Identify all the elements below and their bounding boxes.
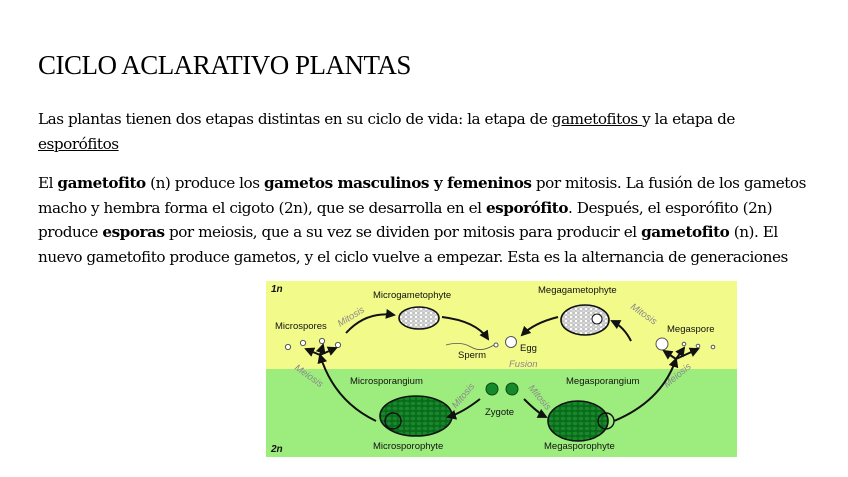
intro-paragraph: Las plantas tienen dos etapas distintas …	[38, 107, 820, 156]
megagametophyte-label: Megagametophyte	[538, 285, 617, 296]
gametofitos-link[interactable]: gametofitos	[551, 110, 643, 128]
sperm-cell	[493, 342, 499, 348]
sperm-tail	[445, 343, 495, 350]
zygote-label: Zygote	[485, 407, 514, 418]
microspores-label: Microspores	[275, 321, 327, 332]
microspore	[284, 343, 292, 351]
gen-label-1n: 1n	[271, 284, 283, 295]
aborted-spore	[681, 341, 687, 347]
megagametophyte-shape	[560, 304, 610, 336]
microgametophyte-shape	[398, 306, 440, 330]
microspore	[299, 339, 307, 347]
sperm-label: Sperm	[458, 350, 486, 361]
text-run: (n) produce los	[145, 174, 264, 192]
megagametophyte-egg	[591, 313, 603, 325]
bold-term: gametofito	[641, 223, 730, 241]
megaspore-label: Megaspore	[667, 324, 715, 335]
intro-text-a: Las plantas tienen dos etapas distintas …	[38, 110, 552, 128]
megasporangium-label: Megasporangium	[566, 376, 639, 387]
megasporophyte-label: Megasporophyte	[544, 441, 615, 452]
microsporophyte-label: Microsporophyte	[373, 441, 443, 452]
gen-label-2n: 2n	[270, 444, 283, 455]
aborted-spore	[695, 343, 701, 349]
microsporophyte-shape	[379, 395, 453, 437]
egg-label: Egg	[520, 343, 537, 354]
diploid-zone	[266, 369, 737, 457]
microgametophyte-label: Microgametophyte	[373, 290, 451, 301]
text-run: (n). El nuevo gametofito produce gametos…	[38, 223, 788, 266]
microsporangium-shape	[384, 412, 402, 430]
microsporangium-label: Microsporangium	[350, 376, 423, 387]
egg-cell	[505, 336, 517, 348]
slide-title: CICLO ACLARATIVO PLANTAS	[38, 50, 411, 80]
megaspore-cell	[655, 337, 669, 351]
fusion-label: Fusion	[509, 359, 538, 370]
text-run: El	[38, 174, 58, 192]
zygote-cell	[485, 382, 499, 396]
megasporophyte-shape	[547, 400, 609, 442]
bold-term: gametofito	[57, 174, 146, 192]
text-run: . Después, el esporófito (2n) produce	[38, 198, 773, 242]
haploid-zone	[266, 281, 737, 369]
bold-term: gametos masculinos y femeninos	[263, 174, 532, 192]
microspore	[318, 337, 326, 345]
life-cycle-diagram: 1n 2n Microgametophyte Megagametophyte M…	[266, 281, 737, 457]
bold-term: esporas	[102, 223, 165, 241]
microspore	[334, 341, 342, 349]
aborted-spore	[710, 344, 716, 350]
cycle-arrows	[304, 308, 700, 422]
intro-text-b: y la etapa de	[642, 110, 735, 128]
esporofitos-link[interactable]: esporófitos	[38, 134, 119, 153]
text-run: por meiosis, que a su vez se dividen por…	[164, 223, 642, 241]
zygote-cell	[505, 382, 519, 396]
cycle-paragraph: El gametofito (n) produce los gametos ma…	[38, 171, 820, 269]
text-run: por mitosis. La fusión de los gametos ma…	[38, 174, 806, 217]
bold-term: esporófito	[485, 198, 569, 217]
